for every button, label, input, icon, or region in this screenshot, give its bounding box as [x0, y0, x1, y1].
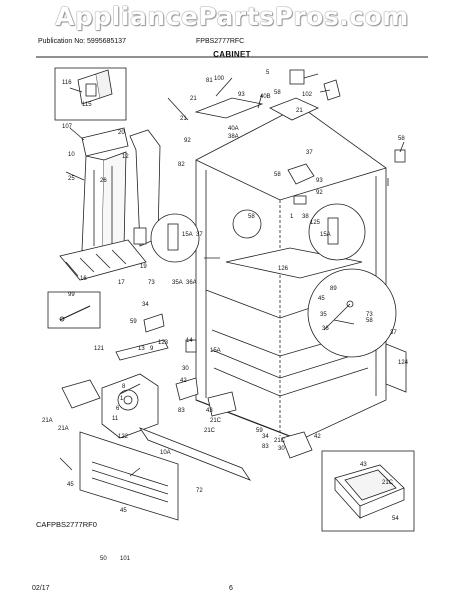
- part-callout: 99: [68, 292, 75, 298]
- part-callout: 26: [100, 178, 107, 184]
- part-callout: 59: [256, 428, 263, 434]
- part-callout: 21C: [204, 428, 216, 434]
- part-callout: 17: [118, 280, 125, 286]
- part-callout: 93: [238, 92, 245, 98]
- part-callout: 40A: [228, 126, 239, 132]
- part-callout: 34: [142, 302, 149, 308]
- part-callout: 83: [262, 444, 269, 450]
- section-title: CABINET: [213, 50, 251, 59]
- part-callout: 10: [68, 152, 75, 158]
- part-callout: 25: [68, 176, 75, 182]
- part-callout: 8: [122, 384, 126, 390]
- part-callout: 21A: [58, 426, 69, 432]
- part-callout: 36A: [186, 280, 197, 286]
- part-callout: 15A: [182, 232, 193, 238]
- part-callout: 125: [310, 220, 321, 226]
- part-callout: 115: [82, 102, 92, 108]
- part-callout: 107: [62, 124, 73, 130]
- part-callout: 12: [122, 154, 129, 160]
- part-callout: 93: [316, 178, 323, 184]
- part-callout: 58: [248, 214, 255, 220]
- part-callout: 5: [266, 70, 270, 76]
- part-callout: 92: [184, 138, 191, 144]
- part-callout: 21A: [42, 418, 53, 424]
- part-callout: 42: [180, 378, 187, 384]
- part-callout: 13: [138, 346, 145, 352]
- part-callout: 20: [118, 130, 125, 136]
- diagram-code: CAFPBS2777RF0: [36, 520, 97, 529]
- part-callout: 37: [390, 330, 397, 336]
- part-callout: 38: [302, 214, 309, 220]
- footer-page: 6: [229, 585, 233, 592]
- part-callout: 50: [100, 556, 107, 562]
- part-callout: 73: [148, 280, 155, 286]
- part-callout: 11: [112, 416, 119, 422]
- publication-number: Publication No: 5995685137: [38, 38, 126, 45]
- part-callout: 58: [366, 318, 373, 324]
- part-callout: 15A: [320, 232, 331, 238]
- part-callout: 45: [67, 482, 74, 488]
- part-callout: 102: [302, 92, 313, 98]
- part-callout: 15A: [210, 348, 221, 354]
- part-callout: 40B: [260, 94, 271, 100]
- part-callout: 81: [206, 78, 213, 84]
- part-callout: 37: [196, 232, 203, 238]
- part-callout: 21C: [274, 438, 286, 444]
- part-callout: 116: [62, 80, 72, 86]
- part-callout: 6: [116, 406, 120, 412]
- part-callout: 35: [320, 312, 327, 318]
- part-callout: 14: [186, 338, 193, 344]
- part-callout: 1: [120, 396, 124, 402]
- part-callout: 16: [80, 276, 87, 282]
- part-callout: 1: [290, 214, 294, 220]
- part-callout: 45: [318, 296, 325, 302]
- part-callout: 36: [322, 326, 329, 332]
- part-callout: 30: [182, 366, 189, 372]
- part-callout: 82: [178, 162, 185, 168]
- part-callout: 121: [94, 346, 105, 352]
- part-callout: 21: [190, 96, 197, 102]
- part-callout: 21: [296, 108, 303, 114]
- part-callout: 34: [262, 434, 269, 440]
- part-callout: 58: [274, 172, 281, 178]
- footer-date: 02/17: [32, 585, 50, 592]
- part-callout: 30: [278, 446, 285, 452]
- part-callout: 21C: [210, 418, 222, 424]
- part-callout: 92: [316, 190, 323, 196]
- part-callout: 43: [360, 462, 367, 468]
- part-callout: 89: [330, 286, 337, 292]
- part-callout: 83: [178, 408, 185, 414]
- part-callout: 38A: [228, 134, 239, 140]
- part-callout: 35A: [172, 280, 183, 286]
- part-callout: 21C: [382, 480, 394, 486]
- part-callout: 126: [278, 266, 289, 272]
- part-callout: 58: [274, 90, 281, 96]
- part-callout: 10A: [160, 450, 171, 456]
- part-callout: 42: [314, 434, 321, 440]
- part-callout: 122: [118, 434, 129, 440]
- part-callout: 59: [130, 319, 137, 325]
- part-callout: 58: [398, 136, 405, 142]
- part-callout: 54: [392, 516, 399, 522]
- part-callout: 73: [366, 312, 373, 318]
- part-callout: 72: [196, 488, 203, 494]
- part-callout: 100: [214, 76, 225, 82]
- part-callout: 124: [398, 360, 409, 366]
- part-callout: 21: [180, 116, 187, 122]
- part-callout: 123: [158, 340, 169, 346]
- part-callout: 37: [306, 150, 313, 156]
- part-callout: 19: [140, 264, 147, 270]
- part-callout: 9: [150, 346, 154, 352]
- watermark: AppliancePartsPros.com: [55, 2, 409, 31]
- part-callout: 45: [120, 508, 127, 514]
- part-callout: 43: [206, 408, 213, 414]
- model-number: FPBS2777RFC: [196, 38, 245, 45]
- part-callout: 101: [120, 556, 131, 562]
